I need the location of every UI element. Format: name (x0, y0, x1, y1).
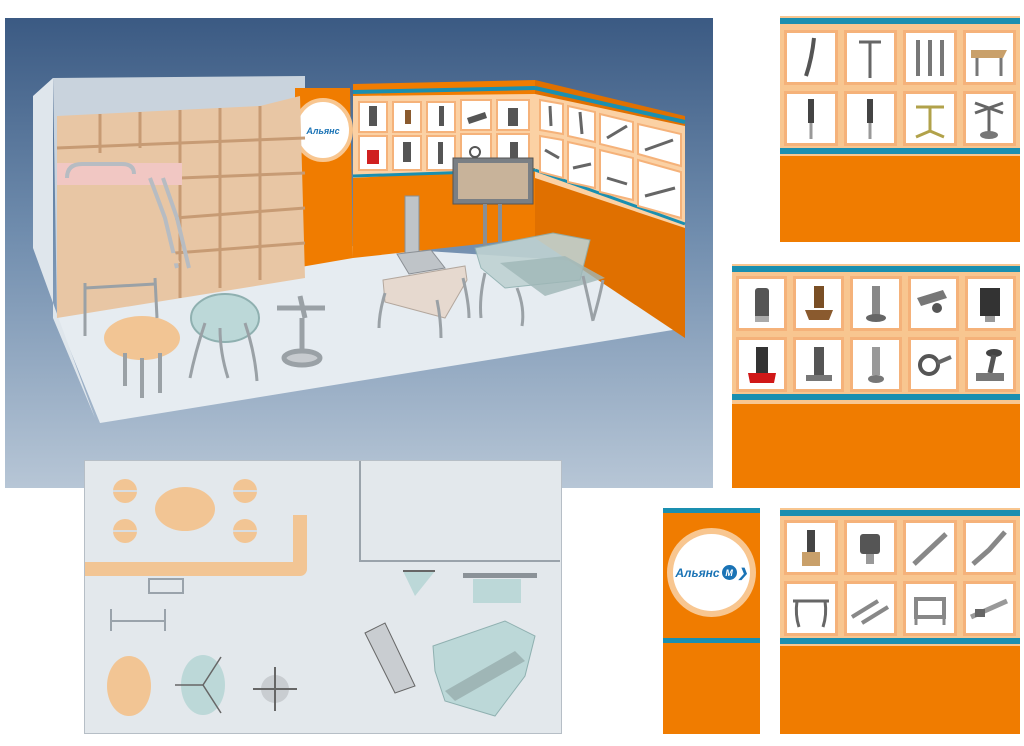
panel-middle-right-blue-bottom (732, 394, 1020, 400)
ladder-plan (148, 578, 184, 594)
square-leg-icon (784, 520, 838, 575)
ring-clamp-icon (907, 337, 959, 392)
x-base-icon (962, 91, 1016, 146)
bracket-icon (793, 276, 845, 331)
logo-column: Альянс М ❯ (663, 508, 760, 734)
clamp-icon (907, 276, 959, 331)
bent-tube-icon (962, 520, 1016, 575)
glass-table (190, 293, 260, 343)
floor-plan (84, 460, 562, 734)
chrome-leg-icon (784, 91, 838, 146)
square-leg-icon (964, 276, 1016, 331)
left-wall (33, 78, 95, 418)
table-group (113, 479, 257, 543)
stand-render-drawing: Альянс (33, 76, 686, 423)
desk-left-plan (364, 622, 416, 694)
panel-bottom-right-blue-top (780, 510, 1020, 516)
stand-logo-text: Альянс (305, 126, 339, 136)
display-stand-plan (403, 571, 435, 596)
red-base-icon (736, 337, 788, 392)
tubes-icon (843, 581, 897, 636)
stand-render: Альянс (5, 18, 713, 488)
tv-stand (452, 157, 534, 248)
tube-set-icon (962, 581, 1016, 636)
chair-frame (83, 277, 159, 336)
cylinder-leg-icon (736, 276, 788, 331)
t-support-icon (843, 30, 897, 85)
brand-logo-m-icon: М (721, 565, 737, 580)
panel-bottom-right (780, 508, 1020, 734)
tube-icon (903, 520, 957, 575)
panel-middle-right-grid (736, 276, 1016, 392)
chrome-leg-icon (843, 91, 897, 146)
panel-top-right-grid (784, 30, 1016, 146)
panel-bottom-right-blue-bottom (780, 638, 1020, 644)
cross-base-table (277, 295, 325, 368)
shelf-unit (56, 96, 306, 318)
square-post-icon (793, 337, 845, 392)
round-table (104, 316, 180, 360)
logo-column-blue-bottom (663, 638, 760, 643)
tube-legs-icon (903, 30, 957, 85)
brand-logo-text: Альянс М ❯ (675, 565, 748, 580)
round-leg-icon (850, 276, 902, 331)
floor-plan-drawing (85, 461, 560, 717)
panel-top-right-blue-top (780, 18, 1020, 24)
square-frame-icon (903, 581, 957, 636)
adjustable-leg-icon (850, 337, 902, 392)
product-shapes-right (544, 105, 676, 198)
tv-stand-plan (463, 573, 537, 578)
counter (85, 515, 307, 576)
panel-middle-right-blue-top (732, 266, 1020, 272)
brand-logo: Альянс М ❯ (667, 528, 756, 617)
cross-base-icon (903, 91, 957, 146)
panel-top-right (780, 16, 1020, 242)
oval-table-plan (107, 656, 151, 716)
brand-logo-word: Альянс (675, 565, 720, 580)
product-shapes-back (367, 106, 518, 164)
round-foot-icon (843, 520, 897, 575)
panel-bottom-right-grid (784, 520, 1016, 636)
swivel-base-icon (964, 337, 1016, 392)
desk-left (377, 265, 471, 339)
desk-right-plan (432, 620, 536, 717)
chair-plan (110, 609, 166, 631)
panel-top-right-blue-bottom (780, 148, 1020, 154)
curved-leg-icon (784, 30, 838, 85)
chevron-right-icon: ❯ (737, 565, 748, 580)
display-rack (396, 195, 446, 275)
table-edge-icon (962, 30, 1016, 85)
panel-middle-right (732, 264, 1020, 488)
desk-right (474, 232, 605, 327)
frame-icon (784, 581, 838, 636)
logo-column-blue-top (663, 508, 760, 513)
